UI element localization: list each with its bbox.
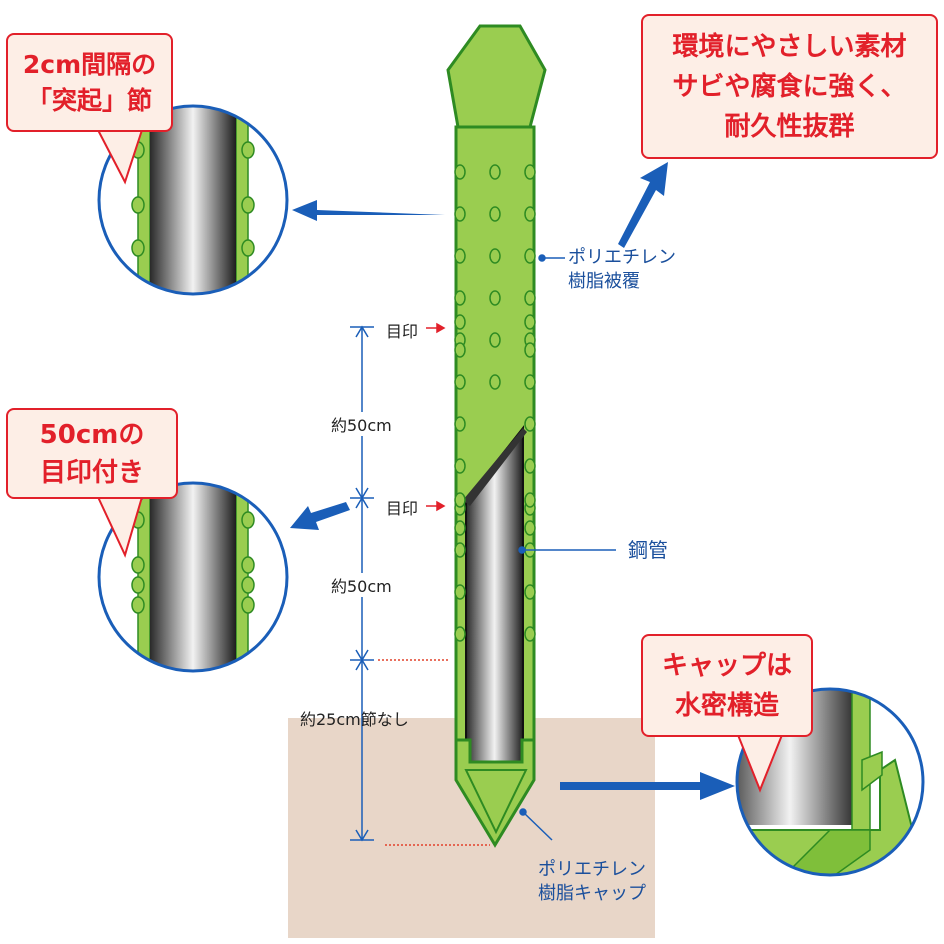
- node-bump: [454, 458, 466, 474]
- label-coating-line2: 樹脂被覆: [568, 271, 640, 292]
- callout-tails: [97, 129, 783, 793]
- label-cap: ポリエチレン 樹脂キャップ: [538, 858, 646, 906]
- callout-marks: 50cmの 目印付き: [6, 408, 178, 499]
- node-bump: [454, 584, 466, 600]
- node-bump: [241, 141, 255, 159]
- node-bump: [454, 542, 466, 558]
- node-bump: [524, 626, 536, 642]
- callout-nodes-line1: 2cm間隔の: [22, 49, 157, 79]
- node-bump: [524, 290, 536, 306]
- stake-top-cap: [446, 24, 547, 129]
- arrow-to-eco: [618, 162, 668, 248]
- node-bump: [454, 164, 466, 180]
- node-bump: [241, 196, 255, 214]
- length-label-2: 約50cm: [331, 573, 392, 597]
- node-bump: [524, 458, 536, 474]
- callout-nodes: 2cm間隔の 「突起」節: [6, 33, 173, 132]
- dotted-guides: [378, 659, 490, 846]
- callout-marks-line2: 目印付き: [39, 457, 144, 488]
- node-bump: [241, 511, 255, 529]
- arrow-to-zoom1: [292, 200, 445, 221]
- label-coating-line1: ポリエチレン: [568, 247, 676, 268]
- callout-eco-line2: サビや腐食に強く、: [672, 71, 907, 102]
- callout-nodes-line2: 「突起」節: [26, 85, 152, 115]
- arrow-to-zoom3: [560, 772, 735, 800]
- callout-eco-line3: 耐久性抜群: [724, 111, 855, 142]
- node-bump: [454, 492, 466, 508]
- node-bump: [524, 314, 536, 330]
- node-bump: [131, 556, 145, 574]
- zoom-circle-marks: [97, 481, 289, 673]
- node-bump: [524, 584, 536, 600]
- node-bump: [131, 596, 145, 614]
- bottom-cap-inner: [464, 769, 528, 835]
- node-bump: [489, 248, 501, 264]
- blue-arrows: [290, 162, 735, 800]
- node-bump: [454, 416, 466, 432]
- bottom-cap: [454, 738, 536, 848]
- node-bump: [524, 492, 536, 508]
- label-cap-line2: 樹脂キャップ: [538, 883, 646, 904]
- node-bump: [489, 290, 501, 306]
- node-bump: [524, 206, 536, 222]
- mark-arrows: [426, 322, 446, 512]
- label-cap-line1: ポリエチレン: [538, 859, 646, 880]
- arrow-to-zoom2: [290, 502, 350, 530]
- callout-cap-line2: 水密構造: [674, 690, 779, 721]
- zoom-circle-nodes: [97, 104, 289, 296]
- node-bump: [454, 374, 466, 390]
- node-bump: [454, 520, 466, 536]
- label-steel-text: 鋼管: [628, 538, 668, 562]
- node-bump: [454, 314, 466, 330]
- node-bump: [454, 206, 466, 222]
- node-bump: [524, 342, 536, 358]
- node-bump: [131, 576, 145, 594]
- node-bump: [454, 626, 466, 642]
- length-label-1: 約50cm: [331, 412, 392, 436]
- callout-marks-line1: 50cmの: [39, 419, 145, 450]
- node-bump: [131, 196, 145, 214]
- node-bump: [454, 248, 466, 264]
- node-bump: [241, 596, 255, 614]
- node-bump: [524, 520, 536, 536]
- node-bump: [524, 374, 536, 390]
- node-bump: [489, 164, 501, 180]
- length-label-3: 約25cm節なし: [300, 710, 409, 729]
- node-bump: [241, 239, 255, 257]
- node-bumps: [454, 164, 536, 642]
- steel-pipe-rim: [463, 428, 527, 506]
- node-bump: [489, 206, 501, 222]
- node-bump: [454, 342, 466, 358]
- node-bump: [241, 576, 255, 594]
- node-bump: [524, 416, 536, 432]
- callout-eco: 環境にやさしい素材 サビや腐食に強く、 耐久性抜群: [641, 14, 938, 159]
- node-bump: [489, 374, 501, 390]
- mark-label-1: 目印: [386, 322, 419, 341]
- callout-eco-line1: 環境にやさしい素材: [672, 31, 907, 62]
- callout-cap: キャップは 水密構造: [641, 634, 813, 737]
- node-bump: [524, 248, 536, 264]
- mark-label-2: 目印: [386, 499, 419, 518]
- leader-lines: [518, 254, 616, 841]
- node-bump: [131, 239, 145, 257]
- label-steel: 鋼管: [628, 538, 668, 562]
- callout-cap-line1: キャップは: [661, 650, 792, 681]
- stake: [446, 24, 547, 848]
- node-bump: [454, 290, 466, 306]
- node-bump: [524, 164, 536, 180]
- node-bump: [489, 332, 501, 348]
- label-coating: ポリエチレン 樹脂被覆: [568, 246, 676, 294]
- node-bump: [241, 556, 255, 574]
